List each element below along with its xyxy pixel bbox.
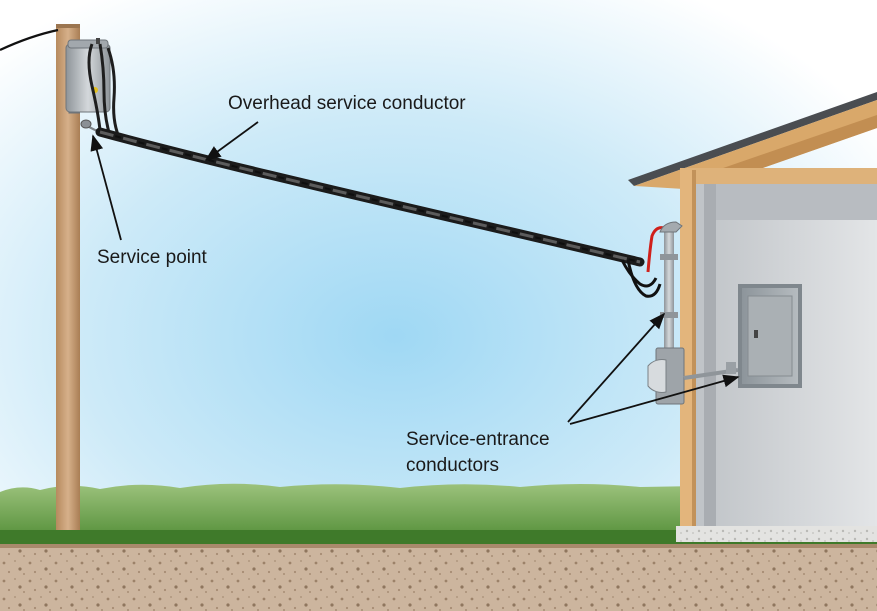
grass-strip xyxy=(0,530,877,546)
soil-edge xyxy=(0,544,877,548)
transformer xyxy=(65,38,111,113)
grass xyxy=(0,483,700,545)
drop-lead-black-2 xyxy=(626,259,662,298)
soil xyxy=(0,546,877,611)
meter-base xyxy=(647,347,685,405)
roof-fascia xyxy=(628,92,877,186)
label-overhead-service-conductor: Overhead service conductor xyxy=(228,93,466,114)
label-service-point: Service point xyxy=(97,247,207,268)
transformer-lead-1 xyxy=(87,43,102,131)
service-clamp xyxy=(80,119,92,129)
foundation-gravel xyxy=(676,526,877,542)
arrow-service-entrance-panel xyxy=(569,374,740,425)
supply-line xyxy=(0,28,59,51)
label-service-entrance-line2: conductors xyxy=(406,455,499,476)
arrow-service-entrance-mast xyxy=(567,312,666,423)
ceiling xyxy=(712,184,877,220)
drop-lead-red xyxy=(646,226,665,273)
pole-top xyxy=(56,24,80,28)
arrow-service-point xyxy=(90,134,122,241)
electrical-panel xyxy=(738,284,802,388)
service-mast xyxy=(659,221,683,402)
transformer-lead-2 xyxy=(98,43,112,137)
top-plate xyxy=(680,168,877,184)
feed-connector xyxy=(726,362,736,374)
overhead-service-drop xyxy=(95,127,645,267)
arrow-overhead-conductor xyxy=(204,121,259,161)
drop-lead-black-1 xyxy=(620,259,658,288)
corner-post-shade xyxy=(692,170,696,526)
roof-underside xyxy=(634,100,877,190)
exterior-sheathing xyxy=(704,184,716,530)
transformer-lead-3 xyxy=(106,47,122,141)
label-service-entrance-line1: Service-entrance xyxy=(406,429,550,450)
